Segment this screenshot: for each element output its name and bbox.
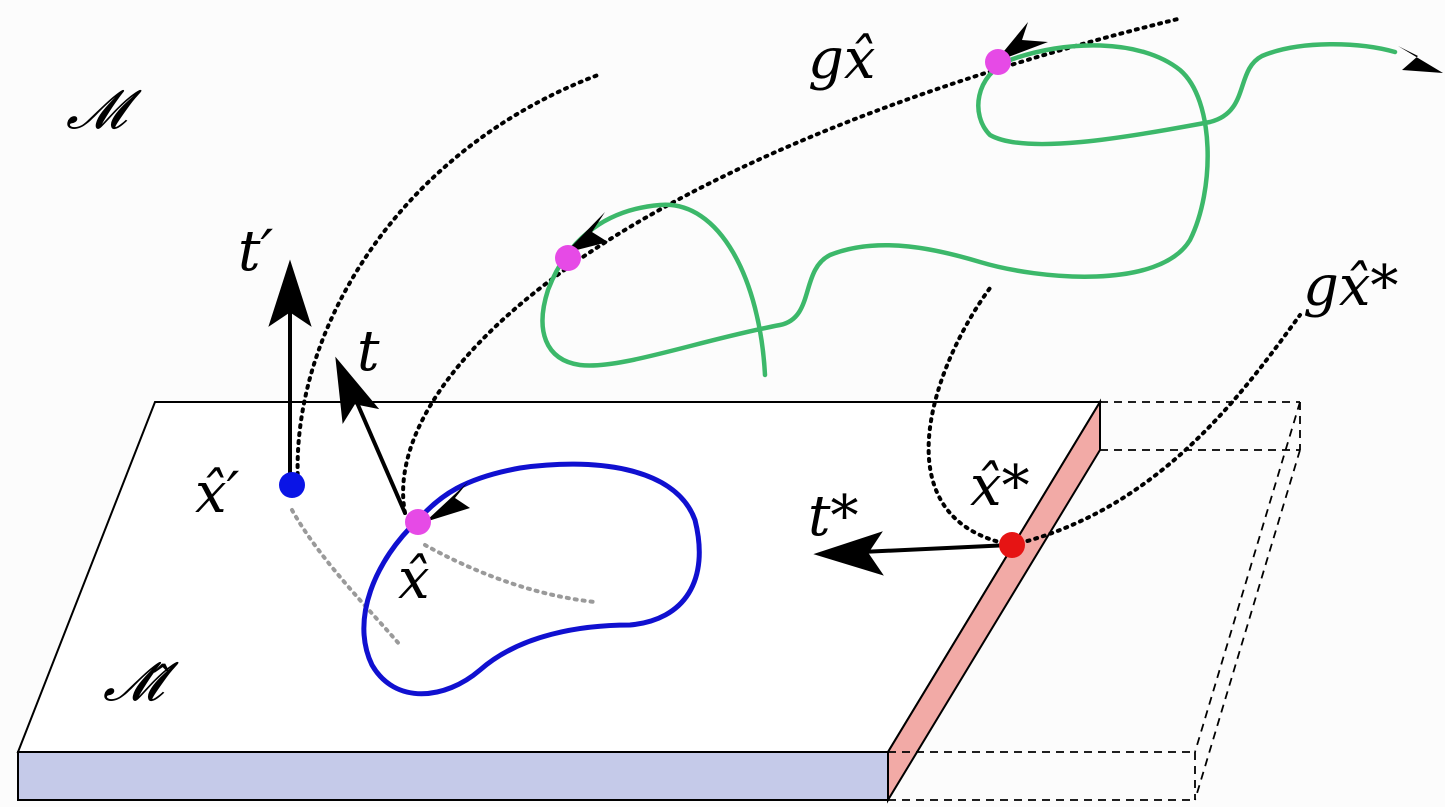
gray-dotted-curves (290, 508, 597, 647)
vector-t-prime-head (268, 259, 312, 327)
point-x-hat-prime (279, 472, 305, 498)
label-t-star: t* (808, 484, 859, 549)
label-t-prime: t′ (238, 219, 274, 284)
point-x-hat (405, 509, 431, 535)
point-g-x-hat-upper (985, 49, 1011, 75)
label-manifold: 𝓜 (66, 78, 142, 141)
orbit-x-hat-star-right (1010, 313, 1302, 547)
label-x-hat-star: x̂* (970, 454, 1030, 519)
label-x-hat: x̂ (398, 547, 430, 612)
orbit-x-hat-star-left (926, 286, 1014, 547)
label-x-hat-prime: x̂′ (195, 461, 240, 526)
orbit-x-hat-prime (295, 73, 600, 485)
arrowhead-green-top (995, 22, 1048, 62)
arrowhead-blue-loop (425, 482, 470, 522)
label-g-x-hat-star: gx̂* (1303, 254, 1398, 319)
plane-front-face (17, 751, 889, 801)
point-g-x-hat-lower (555, 245, 581, 271)
vectors (268, 259, 1011, 576)
blue-loop (361, 461, 702, 697)
curve-arrowheads (425, 22, 1443, 522)
green-trajectory (540, 42, 1398, 378)
label-g-x-hat: gx̂ (808, 27, 875, 92)
gray-dotted-left (290, 508, 402, 647)
label-t: t (357, 319, 380, 384)
vector-t-head (335, 356, 380, 424)
arrowhead-green-end (1398, 46, 1443, 73)
arrowhead-green-left (565, 212, 608, 253)
dashed-extension (888, 401, 1301, 801)
gray-dotted-right (423, 543, 597, 604)
point-x-hat-star (999, 532, 1025, 558)
vector-t-star-head (813, 531, 884, 576)
